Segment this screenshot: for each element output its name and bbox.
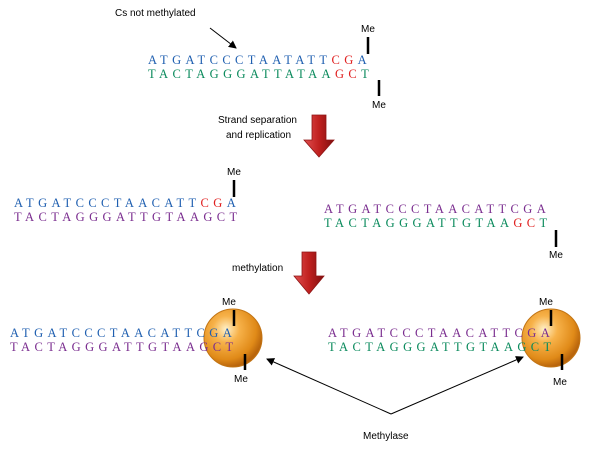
me-label: Me [222, 297, 236, 308]
process-arrow [293, 251, 325, 295]
methylase-enzyme-right [521, 308, 581, 368]
process-arrow [303, 114, 335, 158]
seq-mid-right-lower: TACTAGGGATTGTAAGCT [324, 216, 552, 230]
seq-bottom-right-lower: TACTAGGGATTGTAAGCT [328, 340, 556, 354]
me-label: Me [361, 24, 375, 35]
label-and-replication: and replication [226, 130, 291, 141]
methylase-pointer-left [266, 358, 392, 415]
label-strand-separation: Strand separation [218, 115, 297, 126]
label-cs-not-methylated: Cs not methylated [115, 8, 196, 19]
me-label: Me [234, 374, 248, 385]
methylase-pointer-right [390, 356, 524, 415]
me-label: Me [549, 250, 563, 261]
me-label: Me [553, 377, 567, 388]
seq-bottom-right-upper: ATGATCCCTAACATTCGA [328, 326, 554, 340]
seq-top-parent-lower: TACTAGGGATTATAAGCT [148, 67, 373, 81]
seq-top-parent-upper: ATGATCCCTAATATTCGA [148, 53, 371, 67]
label-methylase: Methylase [363, 431, 409, 442]
methylase-enzyme-left [203, 308, 263, 368]
seq-mid-left-lower: TACTAGGGATTGTAAGCT [14, 210, 242, 224]
seq-mid-left-upper: ATGATCCCTAACATTCGA [14, 196, 240, 210]
me-label: Me [227, 167, 241, 178]
seq-bottom-left-lower: TACTAGGGATTGTAAGCT [10, 340, 238, 354]
pointer-arrow [209, 27, 237, 49]
me-label: Me [372, 100, 386, 111]
me-label: Me [539, 297, 553, 308]
seq-mid-right-upper: ATGATCCCTAACATTCGA [324, 202, 550, 216]
label-methylation: methylation [232, 263, 283, 274]
seq-bottom-left-upper: ATGATCCCTAACATTCGA [10, 326, 236, 340]
